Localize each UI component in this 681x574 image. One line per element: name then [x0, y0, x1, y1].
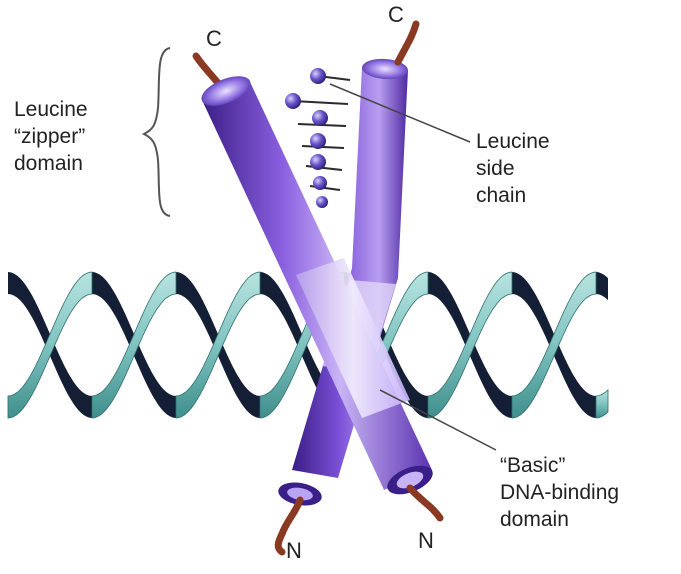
n-terminus-right-label: N	[418, 528, 434, 554]
dna-strand-segment	[596, 272, 608, 300]
label-line: “zipper”	[14, 123, 88, 150]
zipper-brace	[144, 48, 170, 216]
n-terminus-left-label: N	[286, 538, 302, 564]
n-terminus-chain-right	[410, 488, 440, 518]
leucine-ball	[285, 93, 301, 109]
dna-strand-segment	[596, 390, 608, 418]
label-line: DNA-binding	[500, 479, 619, 506]
leucine-ball	[310, 154, 326, 170]
zipper-domain-label: Leucine “zipper” domain	[14, 96, 88, 177]
leucine-ball	[316, 196, 328, 208]
leucine-side-chain-label: Leucine side chain	[476, 128, 550, 209]
label-line: Leucine	[476, 128, 550, 155]
c-terminus-right-label: C	[388, 2, 404, 28]
leucine-ball	[310, 68, 326, 84]
label-line: chain	[476, 182, 550, 209]
label-line: side	[476, 155, 550, 182]
leucine-ball	[313, 176, 327, 190]
leucine-ball	[312, 110, 328, 126]
basic-dna-binding-domain-label: “Basic” DNA-binding domain	[500, 452, 619, 533]
leucine-ball	[310, 133, 326, 149]
label-line: domain	[500, 506, 619, 533]
label-line: domain	[14, 150, 88, 177]
label-line: “Basic”	[500, 452, 619, 479]
label-line: Leucine	[14, 96, 88, 123]
c-terminus-left-label: C	[206, 26, 222, 52]
c-terminus-chain-right	[398, 24, 416, 62]
